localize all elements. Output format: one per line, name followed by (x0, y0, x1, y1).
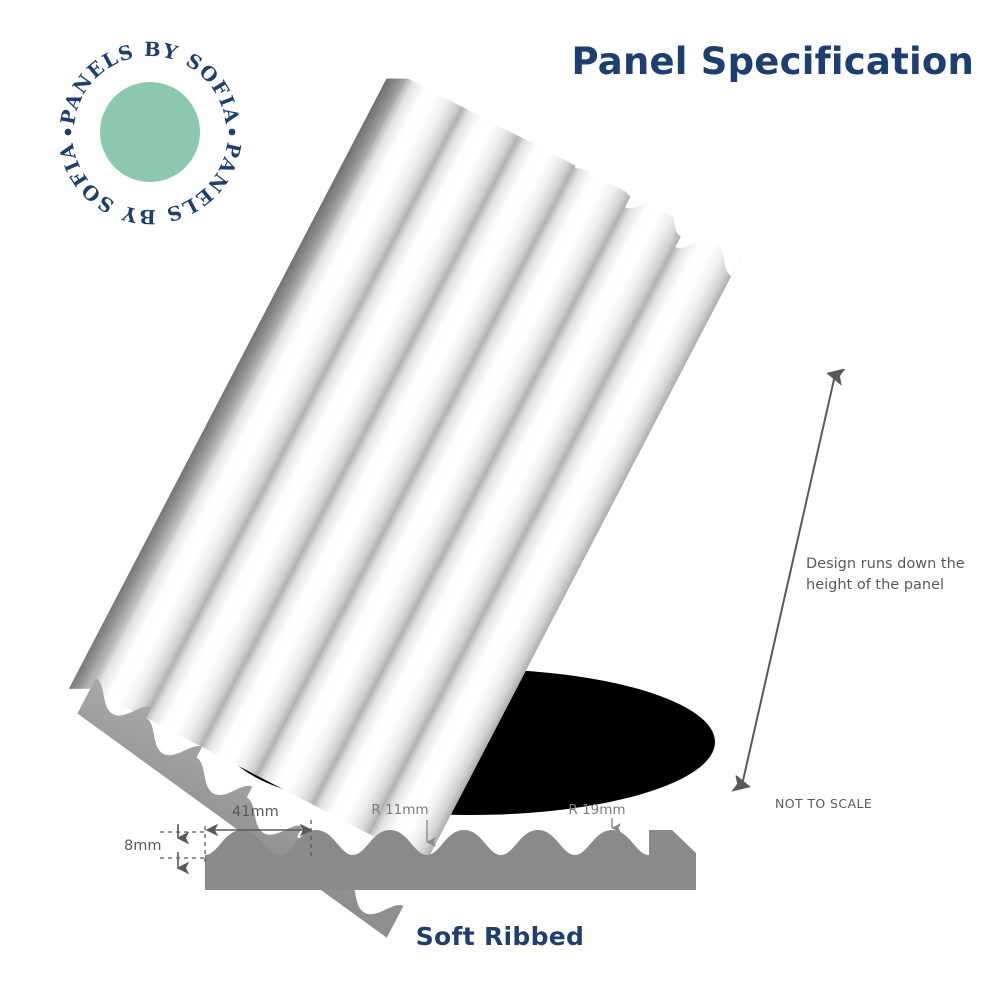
design-direction-note: Design runs down the height of the panel (806, 554, 986, 595)
dimension-height-8mm: 8mm (124, 824, 207, 875)
dimension-label-41mm: 41mm (232, 804, 279, 820)
cross-section-diagram: 8mm 41mm R 11mm R 19mm (0, 790, 1000, 910)
panel-name-caption: Soft Ribbed (415, 922, 585, 951)
design-note-line-2: height of the panel (806, 576, 945, 593)
page-title: Panel Specification (571, 40, 974, 83)
dimension-radius-11mm: R 11mm (371, 802, 437, 847)
dimension-label-r11mm: R 11mm (371, 802, 428, 818)
brand-logo: PANELS BY SOFIA PANELS BY SOFIA (52, 34, 248, 230)
logo-dot-left-icon (64, 128, 72, 136)
design-note-line-1: Design runs down the (806, 556, 965, 572)
dimension-label-8mm: 8mm (124, 838, 161, 854)
not-to-scale-note: NOT TO SCALE (775, 796, 873, 811)
dimension-radius-19mm: R 19mm (568, 802, 626, 833)
dimension-pitch-41mm: 41mm (205, 804, 313, 860)
logo-inner-circle (100, 82, 200, 182)
logo-dot-right-icon (228, 128, 236, 136)
cross-section-profile (205, 830, 696, 890)
dimension-label-r19mm: R 19mm (568, 802, 625, 818)
